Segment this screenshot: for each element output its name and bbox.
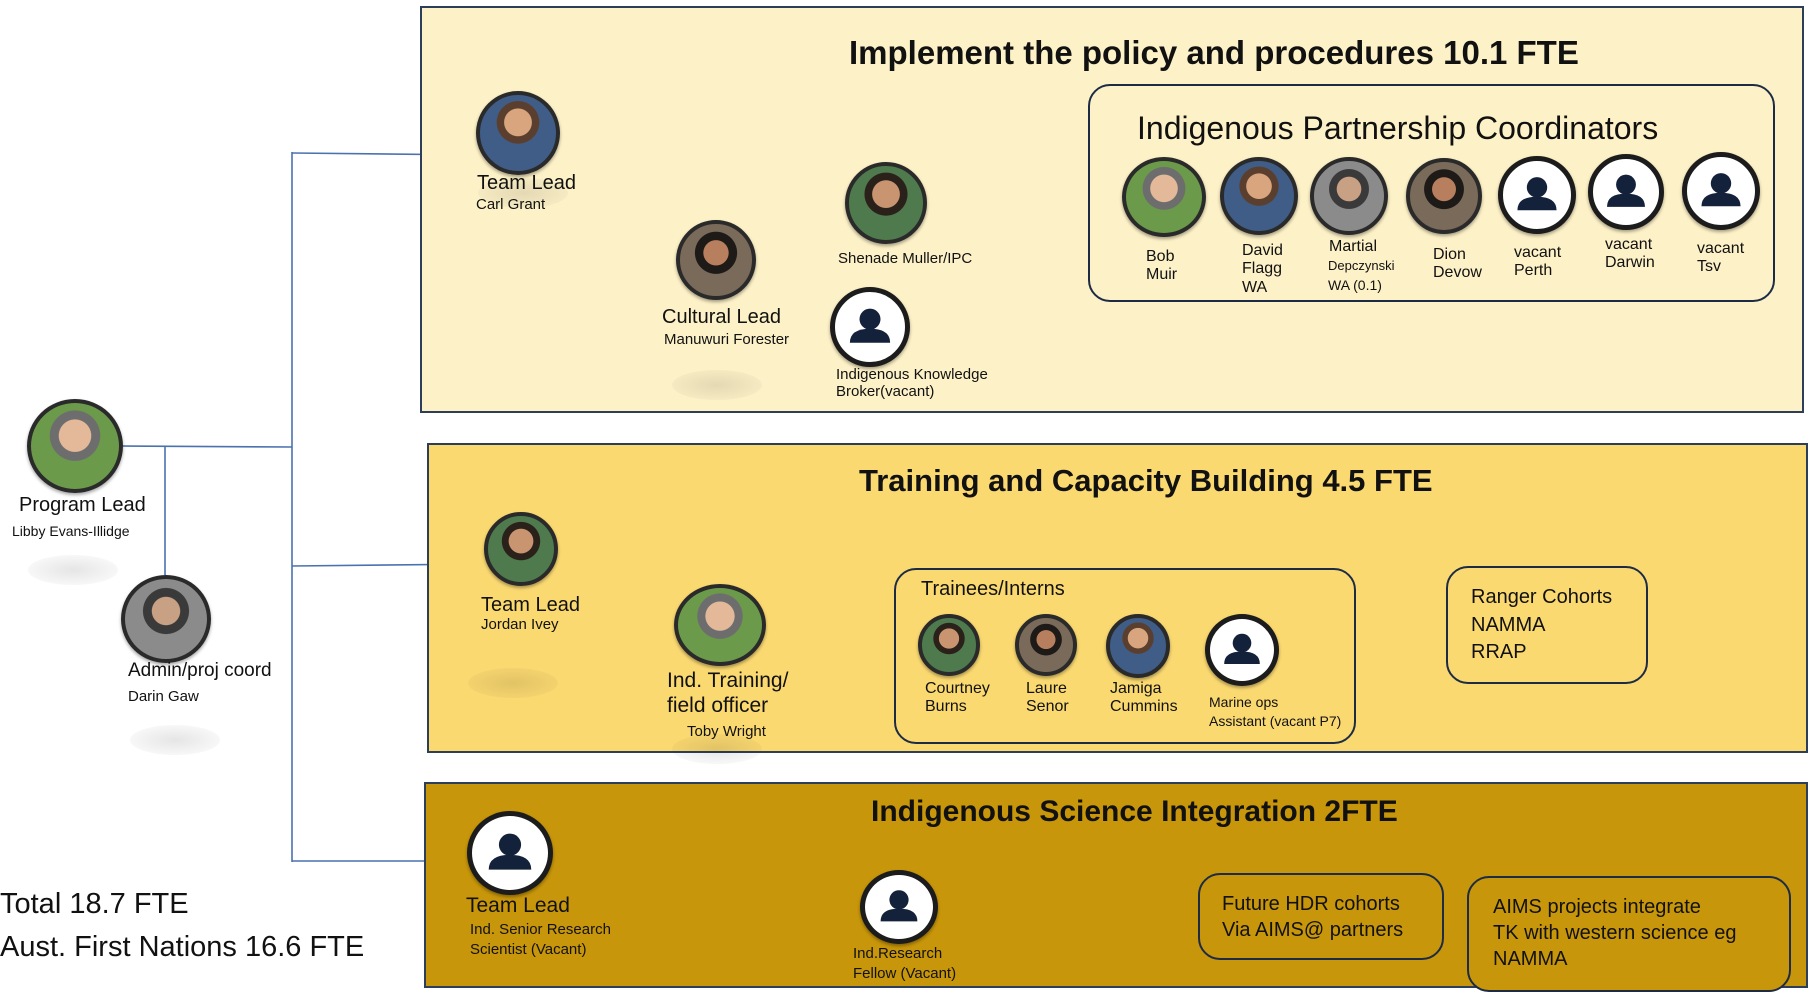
ipc-box-title: Indigenous Partnership Coordinators	[1137, 110, 1659, 146]
shenade-muller-avatar	[845, 162, 927, 244]
ranger-cohorts-label: Ranger Cohorts NAMMA RRAP	[1471, 586, 1613, 664]
david-flagg-avatar	[1220, 157, 1298, 235]
first-nations-fte: Aust. First Nations 16.6 FTE	[0, 931, 365, 963]
ipc-member-martial-line2: Depczynski	[1328, 258, 1395, 273]
trainee-courtney-burns: Courtney Burns	[925, 680, 990, 716]
admin-role: Admin/proj coord	[128, 660, 272, 681]
training-team-lead-role: Team Lead	[481, 594, 580, 616]
science-panel-title: Indigenous Science Integration 2FTE	[871, 795, 1398, 828]
jamiga-cummins-avatar	[1106, 614, 1170, 678]
knowledge-broker-label: Indigenous Knowledge Broker(vacant)	[836, 366, 988, 401]
science-team-lead-role: Team Lead	[466, 894, 570, 917]
trainees-box-title: Trainees/Interns	[921, 578, 1065, 600]
hdr-cohorts-label: Future HDR cohorts Via AIMS@ partners	[1222, 893, 1404, 941]
trainee-marine-ops: Marine ops Assistant (vacant P7)	[1209, 694, 1342, 729]
courtney-burns-avatar	[918, 614, 980, 676]
vacant-perth-icon	[1498, 156, 1576, 234]
laure-senor-avatar	[1015, 614, 1077, 676]
senior-scientist-vacant-icon	[467, 811, 553, 895]
policy-team-lead-name: Carl Grant	[476, 196, 546, 213]
darin-gaw-avatar	[121, 575, 211, 663]
science-team-lead-name: Ind. Senior Research Scientist (Vacant)	[470, 921, 611, 958]
program-lead-role: Program Lead	[19, 494, 146, 516]
research-fellow-label: Ind.Research Fellow (Vacant)	[853, 945, 957, 982]
field-officer-name: Toby Wright	[687, 723, 766, 740]
aims-projects-box	[1467, 876, 1791, 992]
ipc-member-vacant-tsv: vacant Tsv	[1697, 240, 1745, 276]
policy-panel-title: Implement the policy and procedures 10.1…	[849, 34, 1579, 71]
ipc-member-vacant-darwin: vacant Darwin	[1605, 236, 1655, 272]
research-fellow-vacant-icon	[860, 870, 938, 944]
martial-depczynski-avatar	[1310, 157, 1388, 235]
hdr-cohorts-box	[1198, 873, 1444, 960]
shenade-muller-label: Shenade Muller/IPC	[838, 250, 973, 267]
total-fte: Total 18.7 FTE	[0, 888, 189, 920]
vacant-tsv-icon	[1682, 152, 1760, 230]
training-team-lead-name: Jordan Ivey	[481, 616, 559, 633]
cultural-lead-name: Manuwuri Forester	[664, 331, 790, 348]
ipc-member-martial-line3: WA (0.1)	[1328, 277, 1382, 293]
aims-projects-label: AIMS projects integrate TK with western …	[1493, 896, 1737, 970]
vacant-darwin-icon	[1588, 154, 1664, 230]
jordan-ivey-avatar	[484, 512, 558, 586]
field-officer-role: Ind. Training/ field officer	[667, 669, 789, 718]
training-panel-title: Training and Capacity Building 4.5 FTE	[859, 463, 1433, 498]
cultural-lead-role: Cultural Lead	[662, 306, 781, 328]
ranger-cohorts-box	[1446, 566, 1648, 684]
ipc-member-bob-muir: Bob Muir	[1146, 248, 1178, 284]
libby-evans-illidge-avatar	[27, 399, 123, 493]
bob-muir-avatar	[1122, 157, 1206, 237]
ipc-member-david-flagg: David Flagg WA	[1242, 242, 1283, 296]
manuwuri-forester-avatar	[676, 220, 756, 300]
ipc-member-martial-line1: Martial	[1329, 238, 1378, 255]
toby-wright-avatar	[674, 584, 766, 666]
ipc-member-vacant-perth: vacant Perth	[1514, 244, 1562, 280]
trainee-laure-senor: Laure Senor	[1026, 680, 1069, 716]
marine-ops-vacant-icon	[1205, 614, 1279, 686]
dion-devow-avatar	[1406, 158, 1482, 234]
ipc-member-dion-devow: Dion Devow	[1433, 246, 1482, 282]
program-lead-name: Libby Evans-Illidge	[12, 523, 130, 539]
trainee-jamiga-cummins: Jamiga Cummins	[1110, 680, 1178, 716]
admin-name: Darin Gaw	[128, 688, 199, 705]
knowledge-broker-vacant-icon	[830, 287, 910, 367]
policy-team-lead-role: Team Lead	[477, 172, 576, 194]
carl-grant-avatar	[476, 91, 560, 175]
